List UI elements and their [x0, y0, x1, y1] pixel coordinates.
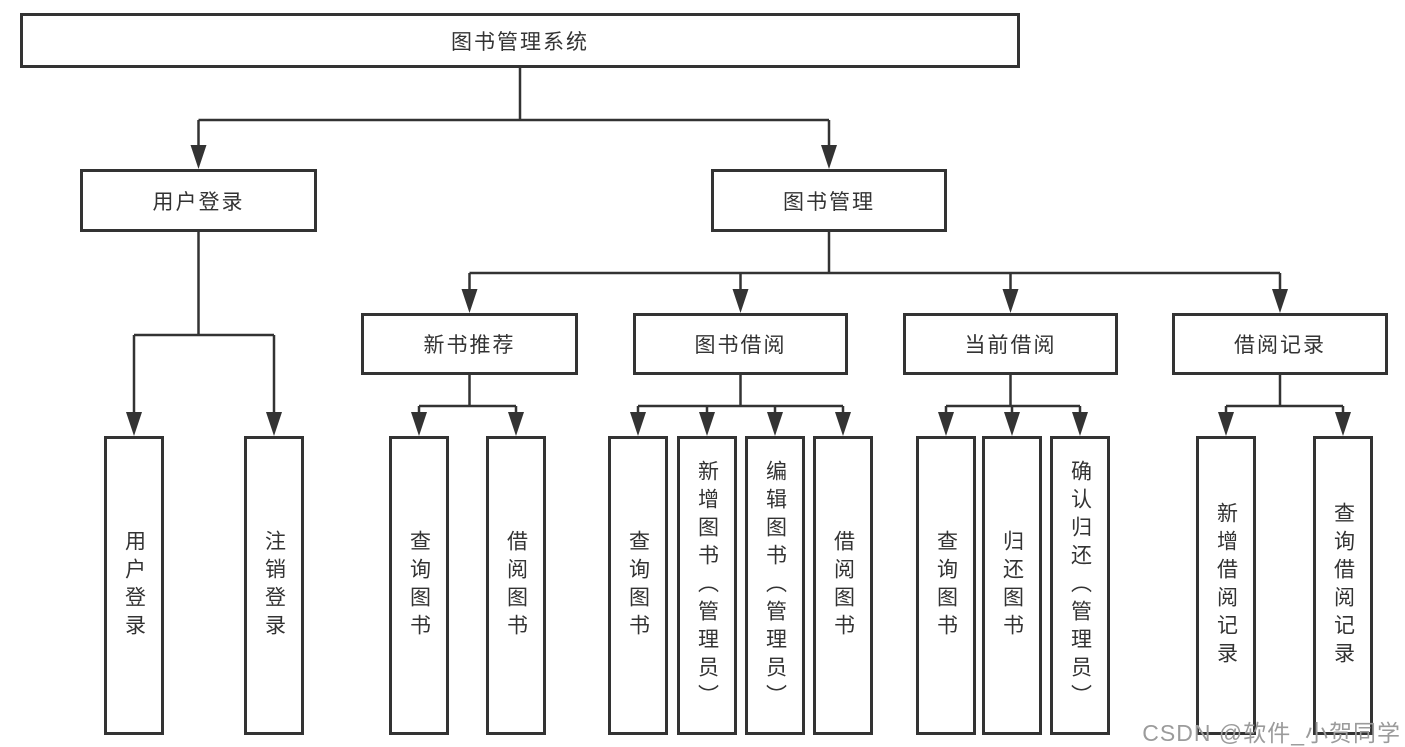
- leaf-query-borrow-record: 查询借阅记录: [1313, 436, 1373, 735]
- node-book-borrowing: 图书借阅: [633, 313, 848, 375]
- leaf-query-books-current: 查询图书: [916, 436, 976, 735]
- node-current-borrowing: 当前借阅: [903, 313, 1118, 375]
- leaf-add-books-admin: 新增图书（管理员）: [677, 436, 737, 735]
- node-user-login: 用户登录: [80, 169, 317, 232]
- leaf-label: 编辑图书（管理员）: [763, 459, 787, 712]
- leaf-label: 确认归还（管理员）: [1068, 459, 1092, 712]
- edge-current-borrowing-to-leaves: [938, 375, 1088, 436]
- leaf-label: 查询图书: [934, 529, 958, 642]
- leaf-borrow-books-recommend: 借阅图书: [486, 436, 546, 735]
- leaf-query-books-borrowing: 查询图书: [608, 436, 668, 735]
- node-user-login-label: 用户登录: [152, 190, 245, 214]
- csdn-watermark: CSDN @软件_小贺同学: [1142, 720, 1401, 746]
- leaf-add-borrow-record: 新增借阅记录: [1196, 436, 1256, 735]
- node-book-management-label: 图书管理: [783, 190, 875, 214]
- leaf-label: 归还图书: [1000, 529, 1024, 642]
- edge-book-management-to-level3: [461, 232, 1288, 313]
- leaf-label: 注销登录: [262, 529, 286, 642]
- node-borrowing-records-label: 借阅记录: [1234, 334, 1326, 357]
- leaf-label: 查询图书: [626, 529, 650, 642]
- leaf-label: 查询借阅记录: [1331, 501, 1355, 670]
- leaf-label: 借阅图书: [504, 529, 528, 642]
- node-borrowing-records: 借阅记录: [1172, 313, 1388, 375]
- node-new-book-recommend: 新书推荐: [361, 313, 578, 375]
- edge-borrowing-records-to-leaves: [1218, 375, 1351, 436]
- node-new-book-recommend-label: 新书推荐: [423, 334, 516, 357]
- leaf-edit-books-admin: 编辑图书（管理员）: [745, 436, 805, 735]
- leaf-label: 借阅图书: [831, 529, 855, 642]
- leaf-label: 新增图书（管理员）: [695, 459, 719, 712]
- leaf-logout: 注销登录: [244, 436, 304, 735]
- leaf-return-books: 归还图书: [982, 436, 1042, 735]
- edge-user-login-to-leaves: [126, 232, 282, 436]
- leaf-confirm-return-admin: 确认归还（管理员）: [1050, 436, 1110, 735]
- leaf-label: 查询图书: [407, 529, 431, 642]
- node-root-label: 图书管理系统: [451, 30, 589, 54]
- leaf-label: 新增借阅记录: [1214, 501, 1238, 670]
- leaf-query-books-recommend: 查询图书: [389, 436, 449, 735]
- node-root: 图书管理系统: [20, 13, 1020, 68]
- leaf-user-login: 用户登录: [104, 436, 164, 735]
- edge-book-borrowing-to-leaves: [630, 375, 851, 436]
- node-book-borrowing-label: 图书借阅: [694, 334, 787, 357]
- node-current-borrowing-label: 当前借阅: [964, 334, 1057, 357]
- node-book-management: 图书管理: [711, 169, 947, 232]
- edge-root-to-level2: [190, 68, 837, 169]
- leaf-borrow-books: 借阅图书: [813, 436, 873, 735]
- leaf-label: 用户登录: [122, 529, 146, 642]
- edge-new-book-recommend-to-leaves: [411, 375, 524, 436]
